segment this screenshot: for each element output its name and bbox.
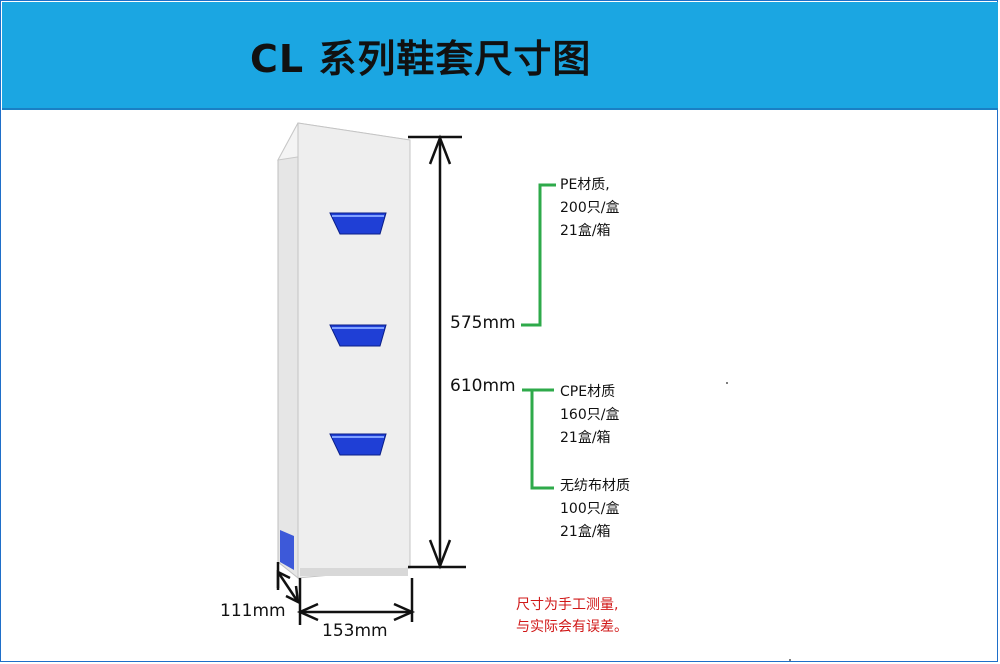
height-arrow bbox=[408, 134, 466, 570]
material-cpe-per-case: 21盒/箱 bbox=[560, 430, 611, 446]
height-610-label: 610mm bbox=[450, 376, 516, 396]
page-title: CL 系列鞋套尺寸图 bbox=[250, 37, 592, 81]
depth-arrow bbox=[276, 562, 300, 605]
bracket-pe bbox=[521, 183, 556, 327]
material-pe-block: PE材质, 200只/盒 21盒/箱 bbox=[560, 174, 619, 243]
material-nonwoven-name: 无纺布材质 bbox=[560, 478, 630, 494]
measurement-note-line2: 与实际会有误差。 bbox=[516, 619, 628, 635]
material-pe-per-box: 200只/盒 bbox=[560, 200, 620, 216]
width-label: 153mm bbox=[322, 621, 388, 641]
height-575-label: 575mm bbox=[450, 313, 516, 333]
measurement-note: 尺寸为手工测量, 与实际会有误差。 bbox=[516, 594, 628, 638]
slot-middle bbox=[329, 324, 387, 347]
measurement-note-line1: 尺寸为手工测量, bbox=[516, 597, 619, 613]
slot-top bbox=[329, 212, 387, 235]
material-nonwoven-per-case: 21盒/箱 bbox=[560, 524, 611, 540]
material-cpe-per-box: 160只/盒 bbox=[560, 407, 620, 423]
material-nonwoven-block: 无纺布材质 100只/盒 21盒/箱 bbox=[560, 475, 630, 544]
dispenser-side-face bbox=[277, 122, 299, 580]
material-cpe-name: CPE材质 bbox=[560, 384, 616, 400]
material-cpe-block: CPE材质 160只/盒 21盒/箱 bbox=[560, 381, 619, 450]
slot-bottom bbox=[329, 433, 387, 456]
width-arrow bbox=[296, 578, 416, 625]
dispenser-front-face bbox=[297, 122, 411, 579]
material-pe-per-case: 21盒/箱 bbox=[560, 223, 611, 239]
material-pe-name: PE材质, bbox=[560, 177, 610, 193]
depth-label: 111mm bbox=[220, 601, 286, 621]
side-opening bbox=[280, 530, 294, 570]
title-banner: CL 系列鞋套尺寸图 bbox=[2, 2, 998, 110]
material-nonwoven-per-box: 100只/盒 bbox=[560, 501, 620, 517]
bracket-cpe-nonwoven bbox=[522, 388, 554, 490]
